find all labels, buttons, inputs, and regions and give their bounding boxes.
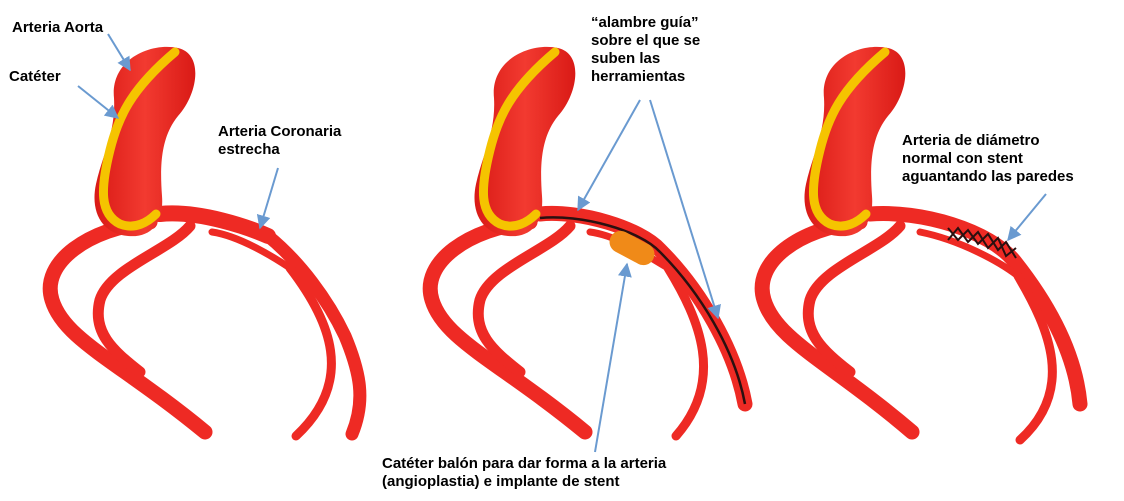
panel-angioplasty	[430, 47, 745, 436]
label-balloon-catheter: Catéter balón para dar forma a la arteri…	[382, 455, 666, 491]
label-catheter: Catéter	[9, 68, 61, 86]
artery-branches	[50, 213, 360, 436]
panel-stent	[762, 47, 1080, 440]
panel-narrow-artery	[50, 47, 360, 436]
arrow-cateter	[78, 86, 118, 118]
label-aorta: Arteria Aorta	[12, 19, 103, 37]
arrow-aorta	[108, 34, 130, 70]
arrow-balloon	[595, 264, 627, 452]
label-narrow-coronary: Arteria Coronaria estrecha	[218, 123, 341, 159]
arrow-coronaria	[260, 168, 278, 228]
label-normal-artery: Arteria de diámetro normal con stent agu…	[902, 132, 1074, 186]
artery-branches	[762, 213, 1080, 440]
label-guide-wire: “alambre guía” sobre el que se suben las…	[591, 14, 700, 86]
artery-branches	[430, 213, 745, 436]
arrow-guide-1	[578, 100, 640, 210]
arrow-normal	[1008, 194, 1046, 240]
